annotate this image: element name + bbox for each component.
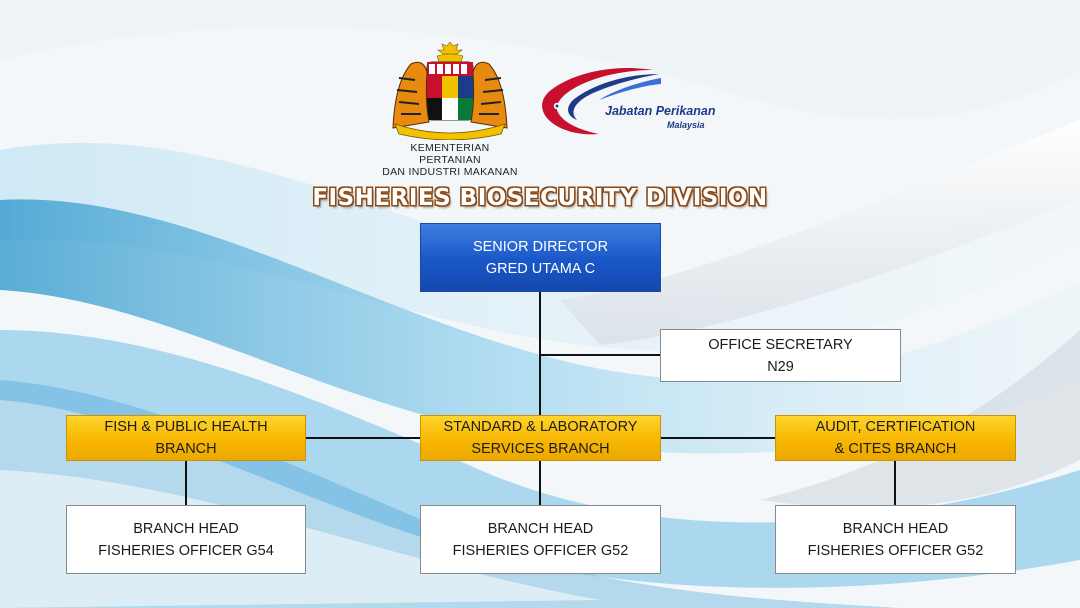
office-secretary-box: OFFICE SECRETARY N29 xyxy=(660,329,901,382)
page-title: FISHERIES BIOSECURITY DIVISION xyxy=(312,185,768,211)
ministry-crest-logo: KEMENTERIAN PERTANIAN DAN INDUSTRI MAKAN… xyxy=(380,42,520,178)
connector-trunk-to-secretary xyxy=(540,354,660,356)
fish-branch-head-title: BRANCH HEAD xyxy=(133,520,239,537)
standard-laboratory-branch-box: STANDARD & LABORATORY SERVICES BRANCH xyxy=(420,415,661,461)
audit-certification-line-2: & CITES BRANCH xyxy=(834,441,957,457)
department-name: Jabatan Perikanan xyxy=(605,104,716,118)
audit-branch-head-grade: FISHERIES OFFICER G52 xyxy=(807,542,984,559)
audit-branch-head-title: BRANCH HEAD xyxy=(842,520,949,537)
standard-laboratory-line-1: STANDARD & LABORATORY xyxy=(443,419,638,435)
office-secretary-grade: N29 xyxy=(767,358,794,375)
fish-branch-head-grade: FISHERIES OFFICER G54 xyxy=(98,542,274,559)
department-country: Malaysia xyxy=(667,120,705,130)
connector-fish-to-head xyxy=(185,461,187,505)
connector-fish-to-standard xyxy=(306,437,420,439)
senior-director-grade: GRED UTAMA C xyxy=(485,260,596,277)
fish-public-health-branch-box: FISH & PUBLIC HEALTH BRANCH xyxy=(66,415,306,461)
ministry-name-line-2: DAN INDUSTRI MAKANAN xyxy=(382,166,518,178)
office-secretary-title: OFFICE SECRETARY xyxy=(708,336,853,353)
fisheries-department-logo: Jabatan Perikanan Malaysia xyxy=(535,60,735,150)
connector-director-to-standard xyxy=(539,292,541,415)
standard-branch-head-box: BRANCH HEAD FISHERIES OFFICER G52 xyxy=(420,505,661,574)
coat-of-arms-icon xyxy=(392,42,508,140)
senior-director-box: SENIOR DIRECTOR GRED UTAMA C xyxy=(420,223,661,292)
audit-branch-head-box: BRANCH HEAD FISHERIES OFFICER G52 xyxy=(775,505,1016,574)
fish-branch-head-box: BRANCH HEAD FISHERIES OFFICER G54 xyxy=(66,505,306,574)
ministry-name-line-1: KEMENTERIAN PERTANIAN xyxy=(410,142,490,166)
connector-audit-to-head xyxy=(894,461,896,505)
senior-director-title: SENIOR DIRECTOR xyxy=(472,238,609,255)
standard-branch-head-title: BRANCH HEAD xyxy=(487,520,594,537)
audit-certification-branch-box: AUDIT, CERTIFICATION & CITES BRANCH xyxy=(775,415,1016,461)
audit-certification-line-1: AUDIT, CERTIFICATION xyxy=(815,419,976,435)
standard-branch-head-grade: FISHERIES OFFICER G52 xyxy=(452,542,629,559)
connector-standard-to-audit xyxy=(661,437,775,439)
fish-swoosh-icon xyxy=(542,68,661,135)
connector-standard-to-head xyxy=(539,461,541,505)
standard-laboratory-line-2: SERVICES BRANCH xyxy=(471,441,610,457)
fish-public-health-line-2: BRANCH xyxy=(155,441,217,457)
fish-public-health-line-1: FISH & PUBLIC HEALTH xyxy=(104,419,268,435)
